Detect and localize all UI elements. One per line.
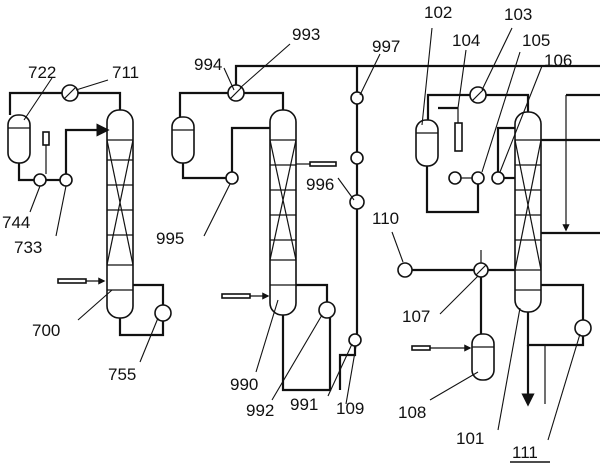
- indicator-104: [454, 108, 463, 152]
- pump-105-a: [448, 171, 462, 185]
- label-110: 110: [372, 209, 399, 228]
- column-990: [269, 109, 297, 316]
- leader-lines: [23, 27, 581, 441]
- labels: 722 711 744 733 700 755 993 994 997 995 …: [2, 3, 572, 463]
- label-995: 995: [156, 229, 184, 248]
- label-990: 990: [230, 375, 258, 394]
- label-993: 993: [292, 25, 320, 44]
- column-101: [514, 111, 542, 313]
- reboiler-111: [574, 319, 592, 337]
- reflux-drum-995: [171, 116, 195, 164]
- label-996: 996: [306, 175, 334, 194]
- label-994: 994: [194, 55, 222, 74]
- label-755: 755: [108, 365, 136, 384]
- label-109: 109: [336, 399, 364, 418]
- side-draw-990: [296, 161, 337, 167]
- reflux-drum-102: [415, 119, 439, 167]
- feed-arrow-990: [221, 292, 270, 300]
- unit-990: [171, 64, 600, 392]
- label-722: 722: [28, 63, 56, 82]
- label-108: 108: [398, 403, 426, 422]
- label-104: 104: [452, 31, 480, 50]
- condenser-103: [469, 86, 487, 104]
- label-991: 991: [290, 395, 318, 414]
- label-105: 105: [522, 31, 550, 50]
- pump-997: [350, 91, 364, 105]
- pump-105: [471, 171, 485, 185]
- condenser-711: [61, 84, 79, 102]
- label-102: 102: [424, 3, 452, 22]
- exchanger-107: [473, 262, 489, 278]
- label-103: 103: [504, 5, 532, 24]
- pump-744: [33, 173, 47, 187]
- label-106: 106: [544, 51, 572, 70]
- label-700: 700: [32, 321, 60, 340]
- pump-997-lower: [350, 151, 364, 165]
- label-107: 107: [402, 307, 430, 326]
- label-711: 711: [112, 63, 139, 82]
- label-111: 111: [512, 443, 538, 462]
- label-744: 744: [2, 213, 30, 232]
- drum-108: [471, 333, 495, 381]
- unit-101: [397, 86, 600, 407]
- column-700: [106, 109, 134, 319]
- label-101: 101: [456, 429, 484, 448]
- condenser-994: [227, 84, 245, 102]
- pump-110: [397, 262, 413, 278]
- feed-arrow-700: [57, 277, 106, 285]
- feed-arrow-108: [411, 344, 472, 352]
- label-997: 997: [372, 37, 400, 56]
- pump-995: [225, 171, 239, 185]
- pump-106: [491, 171, 505, 185]
- unit-700: [7, 84, 172, 337]
- reflux-drum-722: [7, 114, 31, 164]
- pump-733: [59, 173, 73, 187]
- label-992: 992: [246, 401, 274, 420]
- pump-109: [348, 333, 362, 347]
- label-733: 733: [14, 238, 42, 257]
